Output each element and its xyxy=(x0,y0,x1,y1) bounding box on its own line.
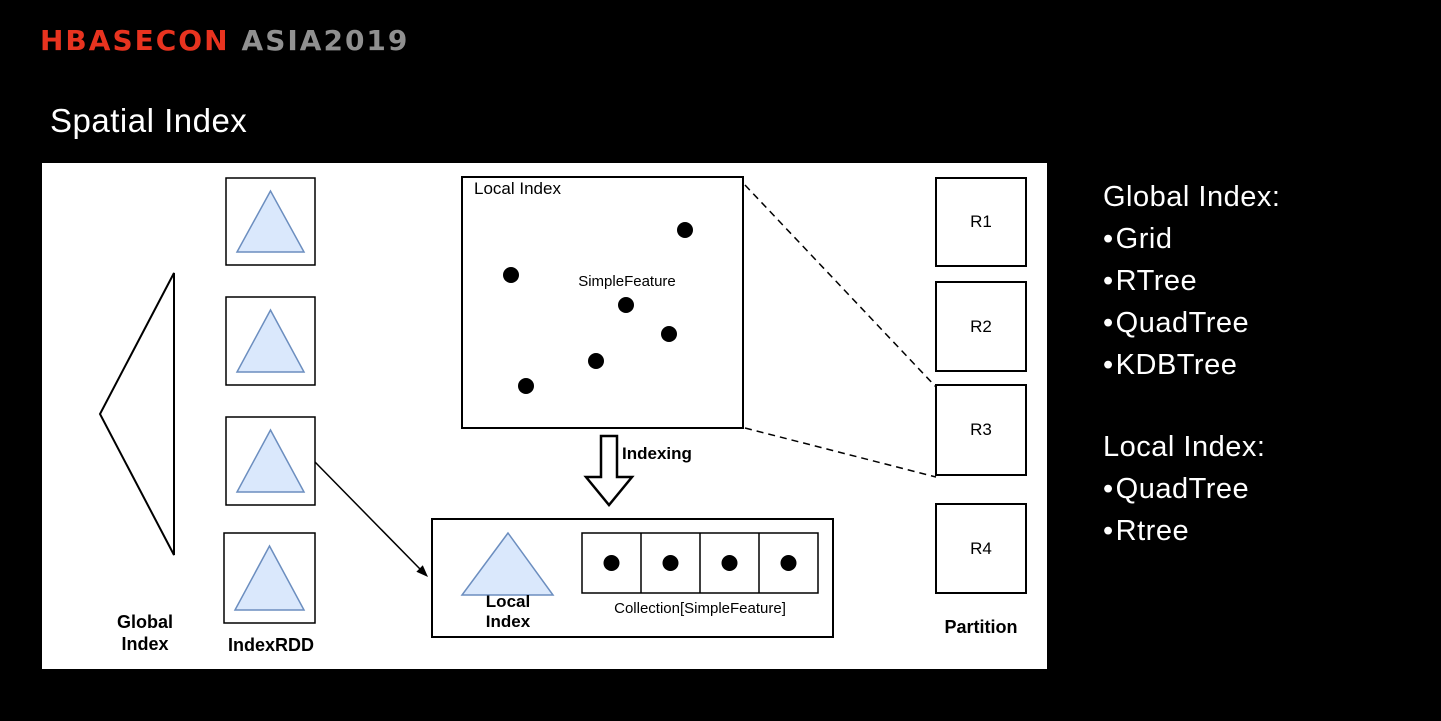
feature-dot-6 xyxy=(518,378,534,394)
logo-asia2019: ASIA2019 xyxy=(241,24,410,57)
bottom-local-index-label: Local Index xyxy=(485,592,531,631)
feature-dot-1 xyxy=(677,222,693,238)
triangle-icon-3 xyxy=(235,428,306,493)
bullet-icon: • xyxy=(1103,349,1114,381)
local-index-box xyxy=(461,176,744,429)
list-item: •Grid xyxy=(1103,223,1173,255)
list-item: •QuadTree xyxy=(1103,307,1250,339)
dashed-connector-bottom xyxy=(744,427,937,478)
bullet-icon: • xyxy=(1103,473,1114,505)
cell-dot-4 xyxy=(780,555,797,571)
dashed-connector-top xyxy=(744,184,937,388)
triangle-icon-1 xyxy=(235,189,306,253)
indexing-label: Indexing xyxy=(622,444,692,463)
logo-hbasecon: HBASECON xyxy=(40,24,230,57)
rdd-to-partition-arrowhead xyxy=(416,565,428,577)
list-item: •KDBTree xyxy=(1103,349,1238,381)
local-index-heading: Local Index: xyxy=(1103,431,1266,463)
partition-box-r2 xyxy=(935,281,1027,372)
simplefeature-label: SimpleFeature xyxy=(578,273,676,290)
feature-dot-5 xyxy=(588,353,604,369)
cell-dot-3 xyxy=(721,555,738,571)
partition-r2-label: R2 xyxy=(970,316,992,336)
partition-r4-label: R4 xyxy=(970,538,992,558)
partition-box-r3 xyxy=(935,384,1027,476)
diagram-graphics xyxy=(98,176,1027,638)
partition-box-r1 xyxy=(935,177,1027,267)
list-item: •RTree xyxy=(1103,265,1198,297)
feature-dot-4 xyxy=(661,326,677,342)
event-logo: HBASECON ASIA2019 xyxy=(40,24,409,57)
bullet-icon: • xyxy=(1103,223,1114,255)
partition-box-r4 xyxy=(935,503,1027,594)
feature-dot-3 xyxy=(618,297,634,313)
cell-dot-1 xyxy=(603,555,620,571)
global-index-label: Global Index xyxy=(116,612,173,654)
partition-label: Partition xyxy=(944,617,1018,637)
rdd-to-partition-arrow-line xyxy=(314,461,421,570)
feature-dot-2 xyxy=(503,267,519,283)
page-title: Spatial Index xyxy=(50,102,248,139)
global-index-bracket xyxy=(98,272,175,556)
list-item: •QuadTree xyxy=(1103,473,1250,505)
local-index-triangle-icon xyxy=(460,531,555,596)
spatial-index-diagram: Local Index SimpleFeature Indexing Local… xyxy=(42,163,1047,669)
bullet-icon: • xyxy=(1103,265,1114,297)
partition-r1-label: R1 xyxy=(970,212,992,231)
triangle-icon-4 xyxy=(233,544,306,611)
collection-label: Collection[SimpleFeature] xyxy=(614,600,786,617)
cell-dot-2 xyxy=(662,555,679,571)
index-types-list: Global Index: •Grid •RTree •QuadTree •KD… xyxy=(1103,176,1433,552)
bullet-icon: • xyxy=(1103,307,1114,339)
global-index-heading: Global Index: xyxy=(1103,181,1281,213)
triangle-icon-2 xyxy=(235,308,306,373)
list-item: •Rtree xyxy=(1103,515,1190,547)
bullet-icon: • xyxy=(1103,515,1114,547)
partition-r3-label: R3 xyxy=(970,420,992,439)
indexrdd-label: IndexRDD xyxy=(227,635,314,655)
local-index-box-label: Local Index xyxy=(474,179,561,198)
indexing-arrow-icon xyxy=(583,434,635,507)
